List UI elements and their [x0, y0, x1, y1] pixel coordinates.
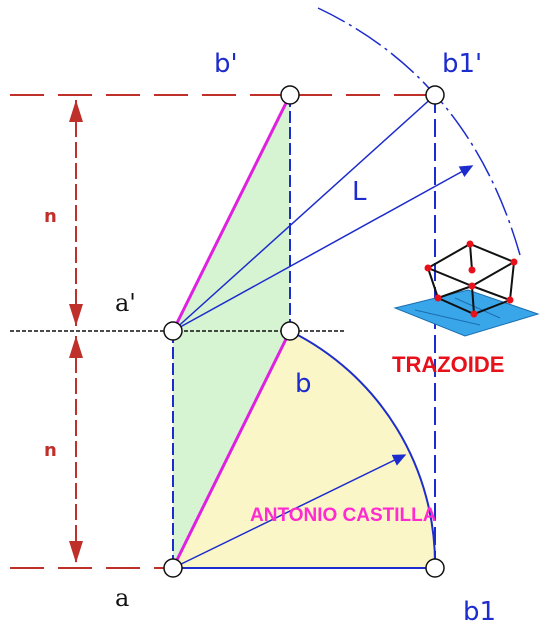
label-b1-prime: b1' — [442, 49, 482, 79]
plan-radius-arrow — [172, 454, 407, 569]
yellow-arc-region — [173, 331, 436, 568]
label-b-prime: b' — [214, 49, 238, 79]
plan-rotation-arc — [289, 330, 437, 569]
dimension-label-bottom: n — [44, 440, 57, 461]
point-b1 — [425, 558, 445, 578]
label-a-prime: a' — [115, 289, 136, 317]
point-b — [280, 321, 300, 341]
dimension-label-top: n — [44, 206, 57, 227]
trazoide-logo-text: TRAZOIDE — [392, 352, 504, 377]
L-radius-arrow — [172, 165, 474, 332]
trazoide-cube-icon — [393, 240, 540, 337]
label-b1: b1 — [463, 597, 496, 627]
plan-segment — [171, 330, 292, 569]
label-b: b — [295, 369, 312, 399]
point-b-prime — [280, 85, 300, 105]
dimension-bottom — [69, 336, 83, 563]
dimension-top — [69, 100, 83, 326]
point-a — [163, 558, 183, 578]
label-a: a — [115, 584, 129, 612]
label-L: L — [352, 177, 367, 207]
point-b1-prime — [425, 85, 445, 105]
point-a-prime — [163, 321, 183, 341]
true-length-line — [172, 94, 436, 332]
author-signature: ANTONIO CASTILLA — [250, 505, 437, 526]
elevation-segment — [171, 94, 292, 332]
elevation-rotation-arc — [317, 7, 521, 256]
